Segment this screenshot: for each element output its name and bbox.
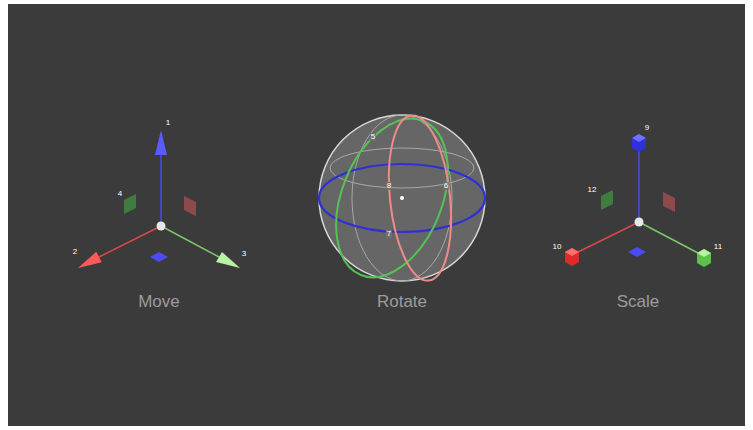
gizmo-title: Scale	[617, 293, 660, 310]
z-arrow-head	[155, 130, 167, 155]
gizmo-title: Move	[138, 293, 180, 310]
x-scale-cube	[565, 248, 579, 266]
gizmo-title: Rotate	[377, 293, 427, 310]
callout-number: 11	[713, 243, 723, 251]
x-rotation-ring	[381, 112, 458, 283]
xz-plane-handle	[184, 196, 196, 216]
scale-gizmo	[565, 134, 711, 267]
center-dot	[157, 222, 166, 231]
xy-plane-handle	[628, 247, 646, 257]
callout-number: 9	[644, 124, 650, 132]
xy-plane-handle	[150, 252, 168, 262]
rotate-gizmo	[315, 102, 485, 293]
callout-number: 3	[241, 250, 247, 258]
yz-plane-handle	[124, 194, 136, 214]
z-rotation-ring	[319, 164, 485, 232]
callout-number: 12	[587, 186, 598, 194]
rotation-sphere	[319, 115, 485, 281]
y-arrow-head	[216, 252, 240, 268]
center-dot	[400, 196, 404, 200]
z-scale-cube	[632, 134, 646, 152]
callout-number: 10	[552, 243, 563, 251]
z-axis-line	[638, 148, 640, 222]
y-rotation-ring	[315, 102, 470, 293]
x-axis-line	[578, 222, 639, 252]
y-axis-line	[639, 222, 698, 253]
callout-number: 6	[443, 182, 449, 190]
callout-number: 5	[370, 133, 376, 141]
callout-number: 4	[117, 190, 123, 198]
callout-number: 8	[386, 182, 392, 190]
x-axis-line	[99, 226, 161, 257]
x-arrow-head	[78, 252, 102, 268]
yz-plane-handle	[601, 190, 613, 210]
center-dot	[635, 218, 644, 227]
y-scale-cube	[697, 249, 711, 267]
callout-number: 1	[165, 119, 171, 127]
xz-plane-handle	[663, 192, 675, 212]
y-axis-line	[161, 226, 219, 257]
y-scale-cube-top	[697, 249, 711, 257]
callout-number: 2	[72, 248, 78, 256]
callout-number: 7	[386, 230, 392, 238]
background-panel	[8, 4, 745, 426]
z-scale-cube-top	[632, 134, 646, 142]
move-gizmo	[78, 130, 240, 268]
x-scale-cube-top	[565, 248, 579, 256]
z-axis-line	[160, 154, 162, 226]
